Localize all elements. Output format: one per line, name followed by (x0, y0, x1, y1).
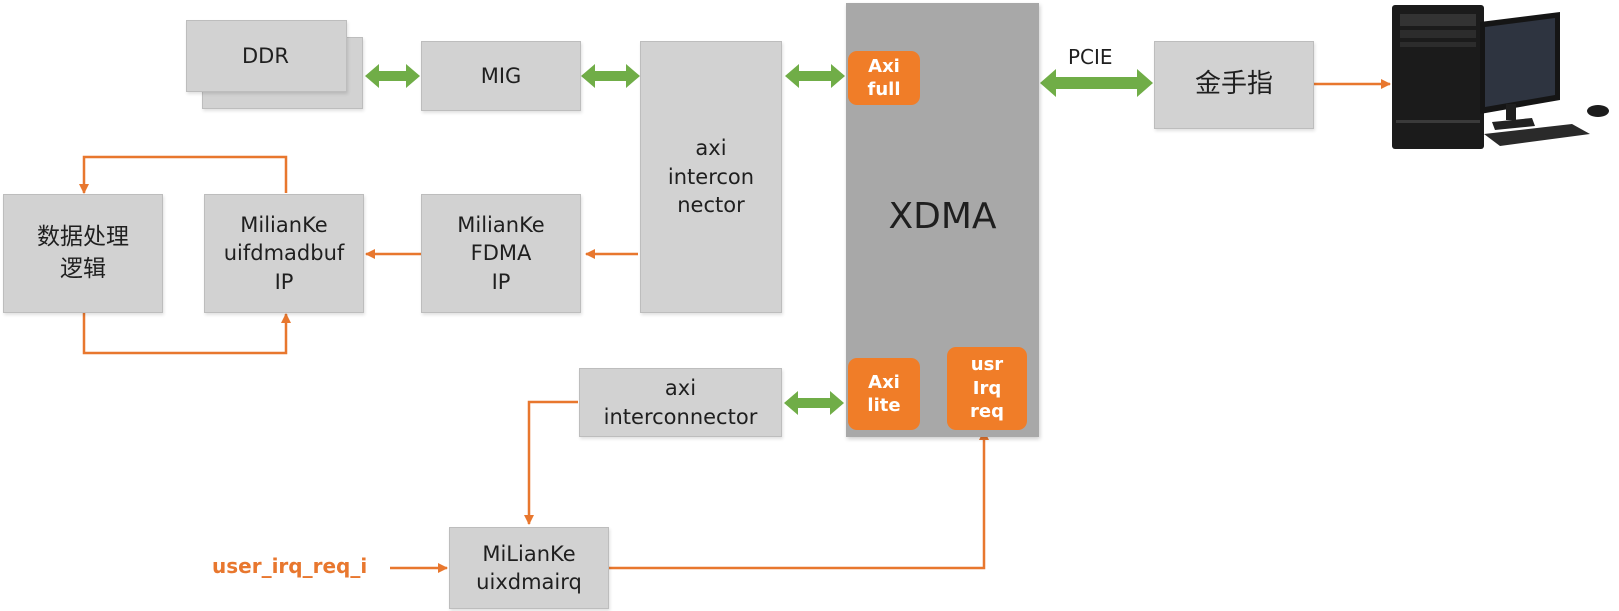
ddr-mig-bidirectional-arrow (365, 64, 420, 88)
axi-lite-port: Axi lite (848, 358, 920, 430)
interconnect-axifull-bidirectional-arrow (785, 64, 845, 88)
uixdmairq-to-usr-irq-arrow (608, 430, 989, 570)
axi-full-port: Axi full (848, 51, 920, 105)
uifdmadbuf-to-processing-loop-arrow (79, 155, 288, 194)
desktop-computer-icon (1392, 5, 1609, 149)
xdma-label: XDMA (888, 196, 997, 237)
pcie-label: PCIE (1068, 45, 1113, 69)
uifdmadbuf-block: MilianKe uifdmadbuf IP (204, 194, 364, 313)
xdma-pcie-bidirectional-arrow (1040, 69, 1153, 97)
mig-block: MIG (421, 41, 581, 111)
axi-interconnector-top-block: axi intercon nector (640, 41, 782, 313)
uixdmairq-block: MiLianKe uixdmairq (449, 527, 609, 609)
gold-finger-block: 金手指 (1154, 41, 1314, 129)
interconnect-axilite-bidirectional-arrow (784, 391, 844, 415)
interconnect-to-uixdmairq-arrow (524, 400, 578, 525)
fdma-block: MilianKe FDMA IP (421, 194, 581, 313)
axi-interconnector-bottom-block: axi interconnector (579, 368, 782, 437)
processing-to-uifdmadbuf-loop-arrow (82, 313, 291, 355)
ddr-block: DDR (186, 20, 347, 92)
data-processing-block: 数据处理 逻辑 (3, 194, 163, 313)
usr-irq-req-port: usr Irq req (947, 347, 1027, 430)
user-irq-req-i-label: user_irq_req_i (212, 554, 368, 578)
mig-interconnect-bidirectional-arrow (581, 64, 640, 88)
